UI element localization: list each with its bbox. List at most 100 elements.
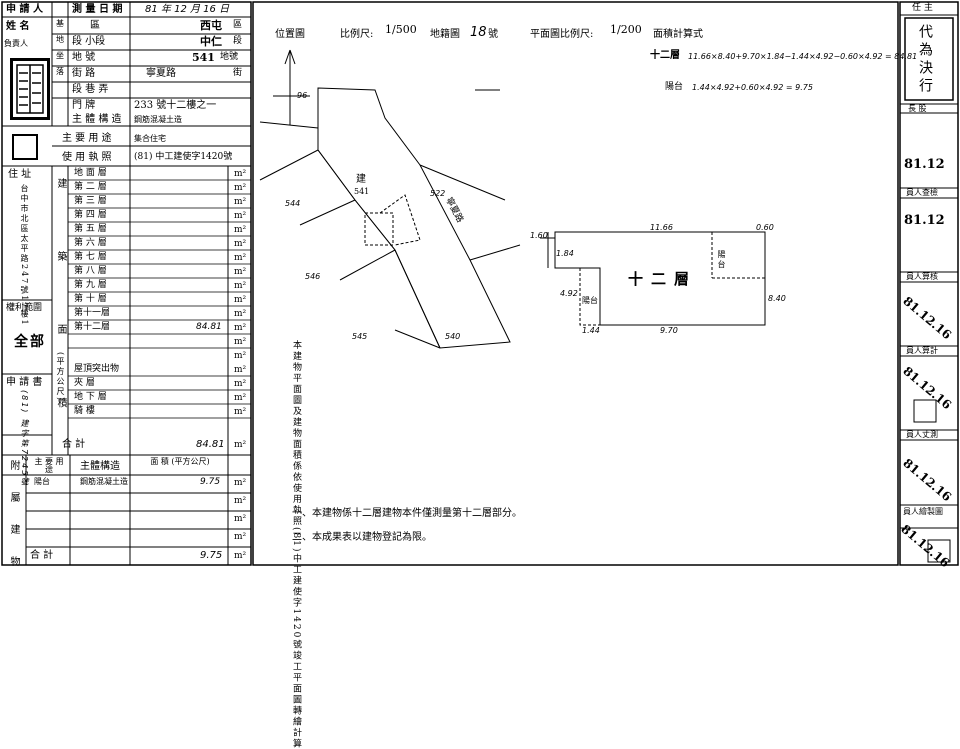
footnote-1: 一、本建物係十二層建物本件僅測量第十二層部分。 bbox=[292, 508, 522, 519]
plan-dim-right: 8.40 bbox=[768, 294, 786, 303]
annex-row-use: 陽台 bbox=[34, 477, 50, 486]
annex-total-label: 合 計 bbox=[30, 550, 54, 561]
extra-row-unit: m² bbox=[234, 365, 247, 375]
lane-label: 段 巷 弄 bbox=[72, 84, 109, 95]
extra-row-unit: m² bbox=[234, 407, 247, 417]
blank-row-unit: m² bbox=[234, 337, 247, 347]
scale-label: 比例尺: bbox=[340, 29, 374, 40]
plan-stair-label: 陽台 bbox=[717, 250, 726, 270]
address-label: 住 址 bbox=[8, 169, 32, 180]
floor-label: 第 三 層 bbox=[74, 196, 107, 206]
floor-label: 第 十 層 bbox=[74, 294, 107, 304]
floor-unit: m² bbox=[234, 225, 247, 235]
scale-value: 1/500 bbox=[385, 23, 417, 36]
form-grid bbox=[1, 1, 959, 566]
plan-dim-step: 1.84 bbox=[556, 249, 574, 258]
extra-row-label: 屋頂突出物 bbox=[74, 364, 120, 374]
floor-label: 第十一層 bbox=[74, 308, 111, 318]
right-header: 任 主 bbox=[912, 3, 933, 13]
floor-unit: m² bbox=[234, 323, 247, 333]
plan-scale-value: 1/200 bbox=[610, 23, 642, 36]
sqm-note: (平方公尺) bbox=[56, 352, 65, 403]
section-label: 段 小段 bbox=[72, 36, 106, 47]
annex-unit: m² bbox=[234, 496, 247, 506]
location-map bbox=[259, 49, 521, 349]
license-label: 使 用 執 照 bbox=[62, 152, 112, 163]
application-label: 申 請 書 bbox=[6, 377, 43, 388]
number-label: 門 牌 bbox=[72, 100, 96, 111]
plan-dim-corner: 0.60 bbox=[756, 223, 774, 232]
floor-unit: m² bbox=[234, 239, 247, 249]
delegation-stamp: 代為決行 bbox=[917, 24, 933, 96]
street-value: 寧夏路 bbox=[146, 68, 176, 79]
chief-label: 長 股 bbox=[908, 104, 927, 113]
street-label: 街 路 bbox=[72, 68, 96, 79]
floor-unit: m² bbox=[234, 253, 247, 263]
rights-value: 全部 bbox=[14, 334, 46, 350]
total-unit: m² bbox=[234, 440, 247, 450]
cadastral-label: 地籍圖 bbox=[430, 29, 460, 40]
area-calc-label: 面積計算式 bbox=[653, 29, 703, 40]
annex-use-header: 主 要 用 途 bbox=[34, 457, 64, 474]
plan-scale-label: 平面圖比例尺: bbox=[530, 29, 594, 40]
check-date: 81.12 bbox=[904, 213, 945, 228]
annex-row-area: 9.75 bbox=[200, 477, 221, 487]
calc-balcony-formula: 1.44×4.92+0.60×4.92 = 9.75 bbox=[692, 83, 813, 92]
blank-row-unit: m² bbox=[234, 351, 247, 361]
vertical-note: 本建物平面圖及建物面積係依使用執照(81)中工建使字1420號竣工平面圖轉繪計算 bbox=[291, 340, 301, 749]
district-value: 西屯 bbox=[200, 19, 222, 32]
plan-floor-label: 十二層 bbox=[628, 270, 698, 288]
responsible-label: 負責人 bbox=[4, 39, 28, 48]
lot-building-label: 建 bbox=[356, 174, 366, 185]
annex-label: 附屬建物 bbox=[8, 460, 19, 588]
floor-label: 第 八 層 bbox=[74, 266, 107, 276]
location-label: 位置圖 bbox=[275, 29, 305, 40]
license-value: (81) 中工建使字1420號 bbox=[134, 152, 233, 162]
plan-dim-balcony-width: 1.44 bbox=[582, 326, 600, 335]
annex-unit: m² bbox=[234, 478, 247, 488]
floor-unit: m² bbox=[234, 295, 247, 305]
floor-label: 第 九 層 bbox=[74, 280, 107, 290]
number-value: 233 號十二樓之一 bbox=[134, 100, 217, 111]
annex-structure-header: 主體構造 bbox=[80, 461, 120, 472]
annex-total-unit: m² bbox=[234, 551, 247, 561]
area-group-label: 建 築 面 積 bbox=[55, 178, 66, 438]
annex-area-header: 面 積 (平方公尺) bbox=[150, 457, 210, 466]
annex-unit: m² bbox=[234, 514, 247, 524]
floor-unit: m² bbox=[234, 281, 247, 291]
rights-label: 權利範圍 bbox=[6, 303, 43, 313]
floor-label: 第 六 層 bbox=[74, 238, 107, 248]
survey-date-value: 81 年 12 月 16 日 bbox=[145, 4, 230, 15]
annex-row-structure: 鋼筋混凝土造 bbox=[80, 477, 128, 486]
floor-label: 第十二層 bbox=[74, 322, 111, 332]
floor-unit: m² bbox=[234, 211, 247, 221]
floor-area-value: 84.81 bbox=[196, 322, 222, 332]
adjacent-lot-1: 544 bbox=[285, 199, 301, 208]
compute-label: 員人算計 bbox=[906, 346, 938, 355]
floor-label: 地 面 層 bbox=[74, 168, 107, 178]
calc-balcony-label: 陽台 bbox=[665, 82, 684, 92]
floor-label: 第 七 層 bbox=[74, 252, 107, 262]
calc-floor-label: 十二層 bbox=[650, 50, 680, 61]
extra-row-label: 地 下 層 bbox=[74, 392, 107, 402]
cadastral-value: 18 bbox=[470, 25, 487, 40]
structure-label: 主 體 構 造 bbox=[72, 114, 122, 125]
floor-label: 第 二 層 bbox=[74, 182, 107, 192]
structure-value: 鋼筋混凝土造 bbox=[134, 115, 182, 124]
extra-row-label: 夾 層 bbox=[74, 378, 95, 388]
map-lot-number: 541 bbox=[354, 187, 370, 196]
district-label: 區 bbox=[90, 20, 100, 31]
adjacent-lot-4: 540 bbox=[445, 332, 461, 341]
survey-label: 員人丈測 bbox=[906, 430, 938, 439]
extra-row-unit: m² bbox=[234, 379, 247, 389]
applicant-seal-stamp bbox=[10, 58, 50, 120]
total-label: 合 計 bbox=[62, 439, 86, 450]
floor-label: 第 五 層 bbox=[74, 224, 107, 234]
plan-dim-top: 11.66 bbox=[650, 223, 673, 232]
calc-label: 員人算核 bbox=[906, 272, 938, 281]
seal-pattern-icon bbox=[16, 64, 44, 114]
plan-dim-balcony: 4.92 bbox=[560, 289, 578, 298]
calc-floor-formula: 11.66×8.40+9.70×1.84−1.44×4.92−0.60×4.92… bbox=[688, 52, 918, 61]
floor-unit: m² bbox=[234, 267, 247, 277]
lot-suffix: 地號 bbox=[220, 52, 239, 62]
